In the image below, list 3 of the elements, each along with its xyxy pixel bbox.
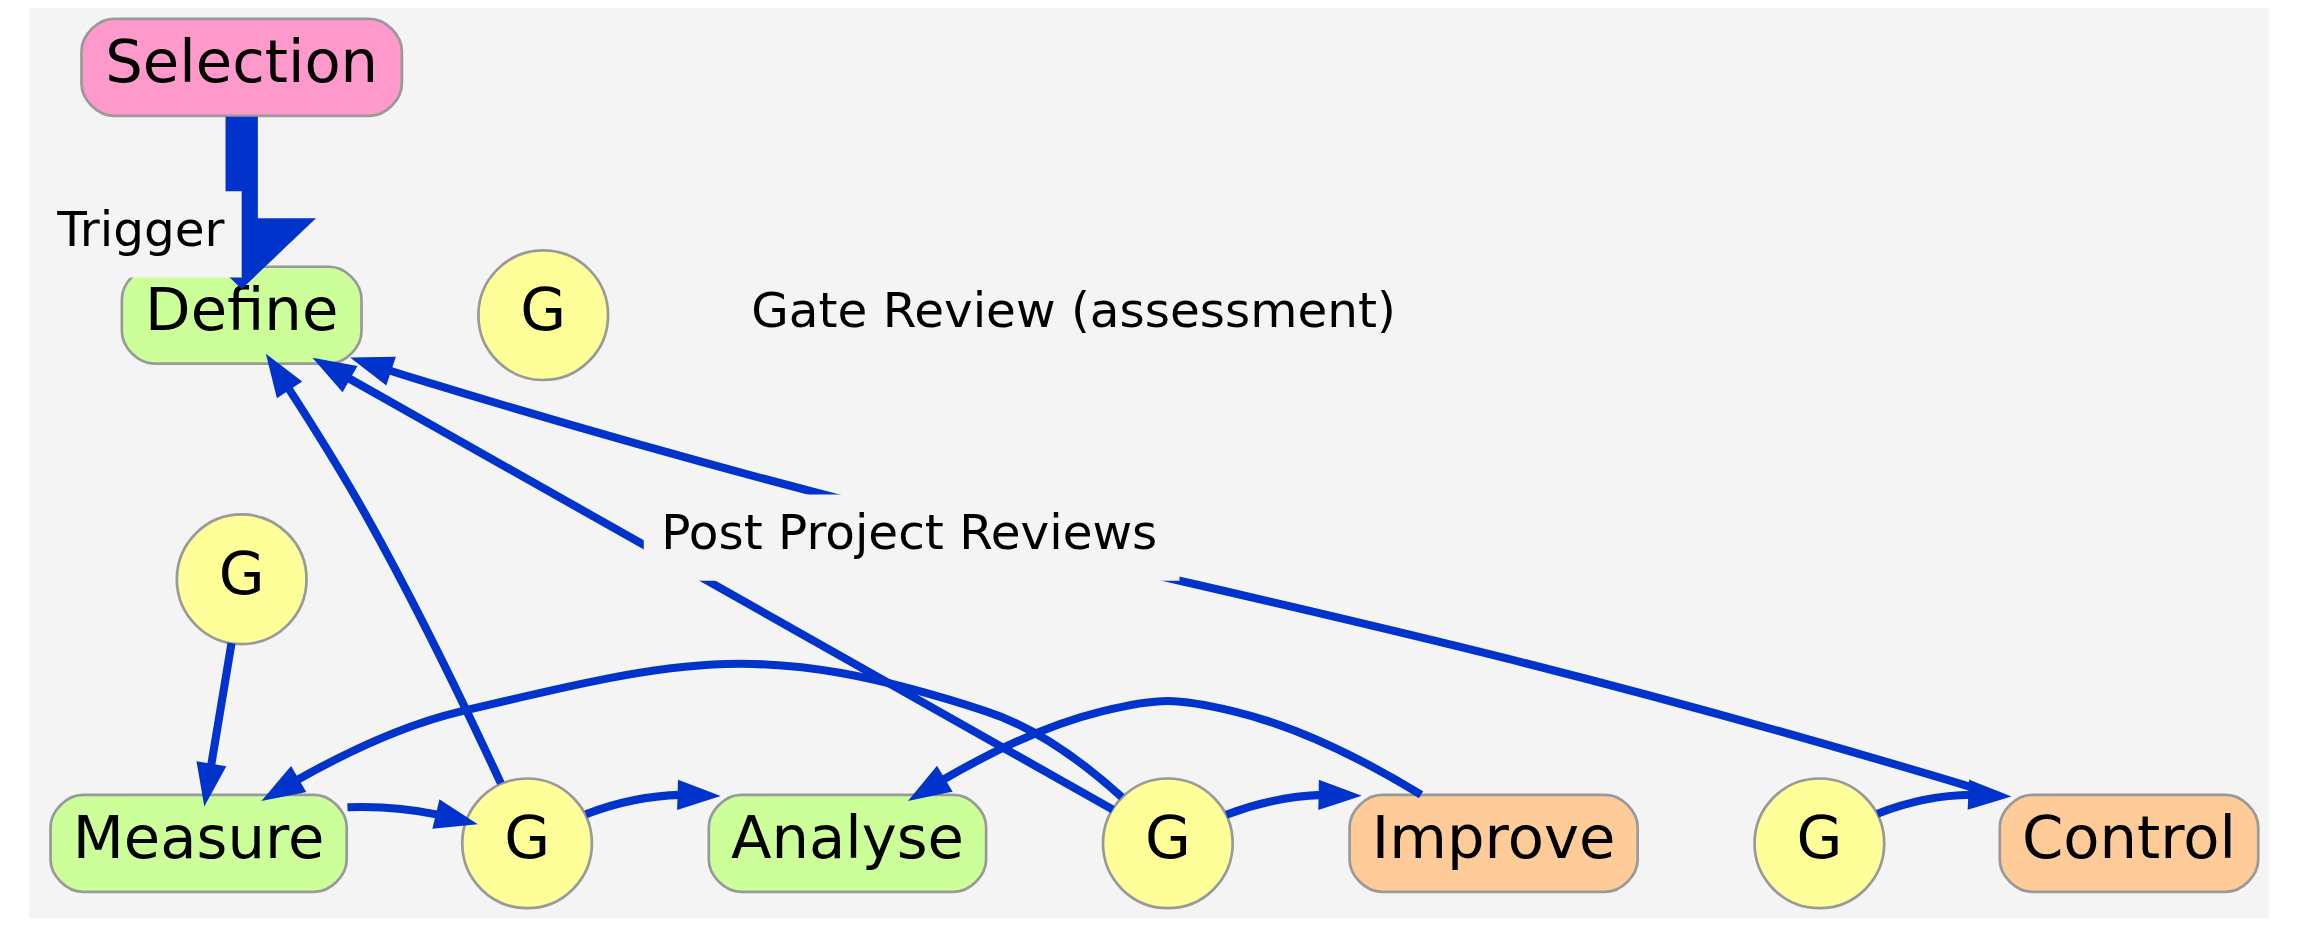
edge-label: Trigger	[56, 201, 224, 258]
edge-label: Post Project Reviews	[660, 504, 1157, 561]
label: Gate Review (assessment)	[750, 282, 1396, 339]
